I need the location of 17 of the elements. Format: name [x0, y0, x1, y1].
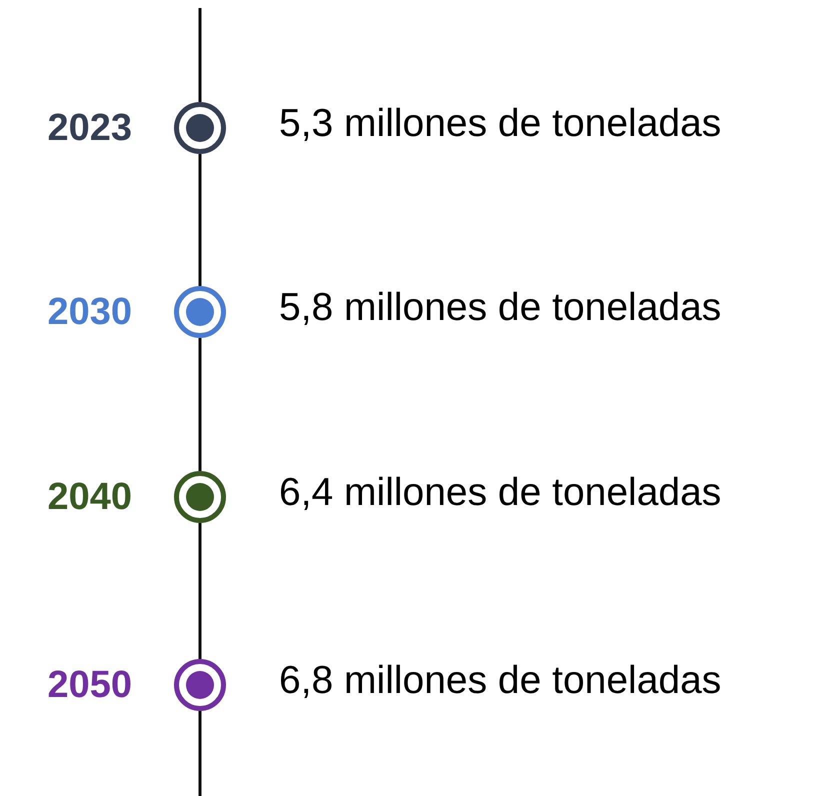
value-text: 6,8 millones de toneladas: [279, 660, 722, 700]
timeline-marker: [174, 471, 226, 523]
year-label: 2040: [47, 478, 132, 516]
value-text: 5,8 millones de toneladas: [279, 288, 722, 326]
timeline-line: [198, 154, 202, 286]
timeline-marker: [174, 102, 226, 154]
timeline-marker: [174, 286, 226, 338]
year-label: 2050: [47, 666, 132, 704]
timeline-line: [198, 711, 202, 796]
year-label: 2030: [47, 293, 132, 331]
year-label: 2023: [47, 109, 132, 147]
value-text: 6,4 millones de toneladas: [279, 472, 722, 512]
timeline-marker: [174, 659, 226, 711]
timeline-line: [198, 8, 202, 102]
timeline-line: [198, 338, 202, 471]
timeline-line: [198, 523, 202, 659]
value-text: 5,3 millones de toneladas: [279, 104, 722, 142]
